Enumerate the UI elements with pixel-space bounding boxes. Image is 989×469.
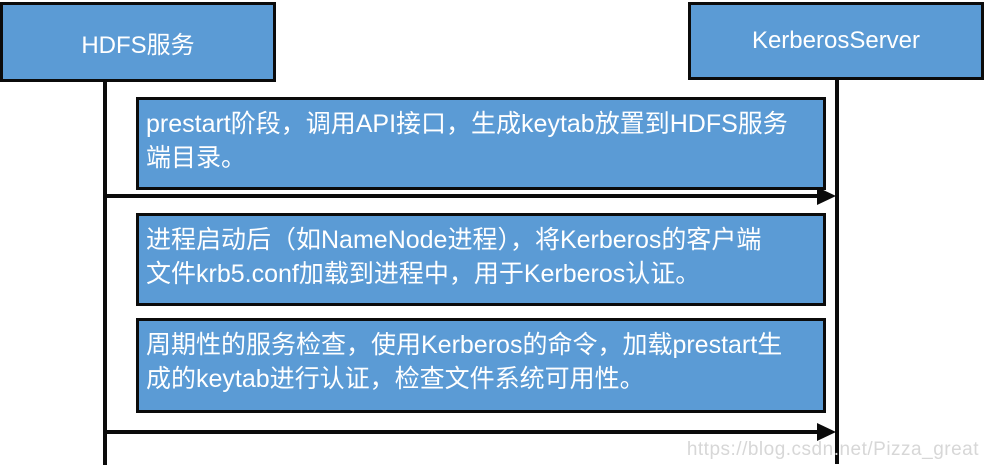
- message-line: 成的keytab进行认证，检查文件系统可用性。: [146, 365, 645, 393]
- message-line: 周期性的服务检查，使用Kerberos的命令，加载prestart生: [146, 331, 783, 359]
- message-arrow-2: [105, 430, 819, 434]
- actor-hdfs-service: HDFS服务: [0, 2, 276, 82]
- actor-kerberos-label: KerberosServer: [751, 27, 921, 54]
- csdn-watermark: https://blog.csdn.net/Pizza_great: [686, 439, 979, 460]
- actor-hdfs-label: HDFS服务: [81, 31, 195, 59]
- message-box-service-check: 周期性的服务检查，使用Kerberos的命令，加载prestart生 成的key…: [136, 318, 826, 413]
- message-arrow-1: [105, 194, 819, 198]
- arrow-head-icon: [817, 423, 836, 441]
- message-line: prestart阶段，调用API接口，生成keytab放置到HDFS服务: [146, 110, 788, 138]
- message-box-prestart: prestart阶段，调用API接口，生成keytab放置到HDFS服务 端目录…: [136, 97, 826, 190]
- message-box-process-start: 进程启动后（如NameNode进程），将Kerberos的客户端 文件krb5.…: [136, 213, 826, 306]
- arrow-head-icon: [817, 187, 836, 205]
- message-line: 文件krb5.conf加载到进程中，用于Kerberos认证。: [146, 260, 701, 288]
- message-line: 进程启动后（如NameNode进程），将Kerberos的客户端: [146, 226, 762, 254]
- lifeline-hdfs: [103, 82, 107, 465]
- lifeline-kerberos: [835, 80, 839, 464]
- message-line: 端目录。: [146, 144, 247, 172]
- actor-kerberos-server: KerberosServer: [688, 2, 984, 80]
